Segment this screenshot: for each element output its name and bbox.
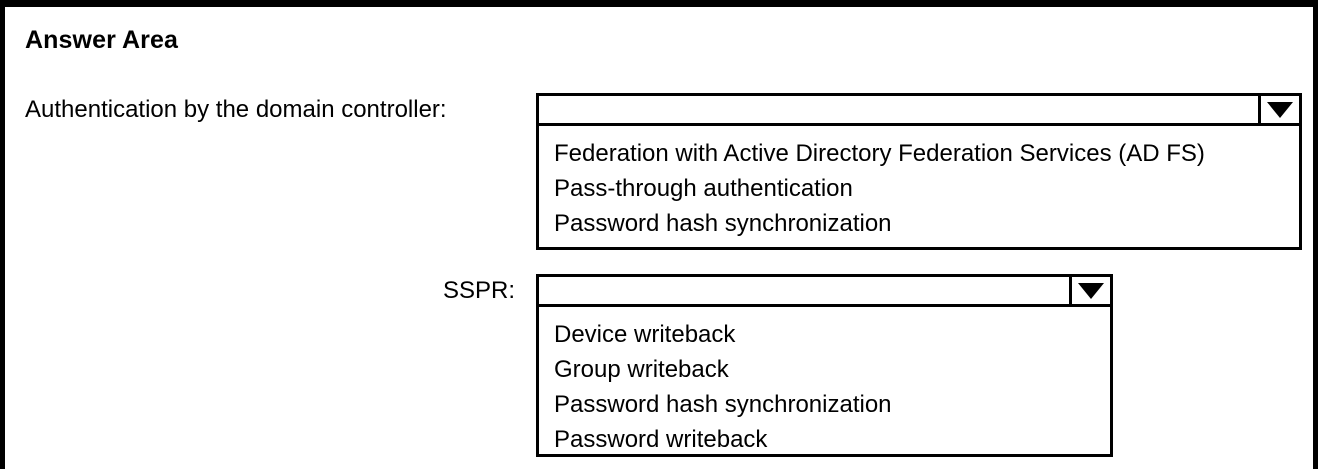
label-sspr: SSPR: bbox=[442, 277, 515, 304]
list-item[interactable]: Device writeback bbox=[554, 321, 736, 348]
list-item[interactable]: Pass-through authentication bbox=[554, 175, 853, 202]
list-item[interactable]: Password writeback bbox=[554, 426, 768, 453]
dropdown-authentication-toggle-button[interactable] bbox=[1258, 96, 1299, 123]
dropdown-sspr-toggle-button[interactable] bbox=[1069, 277, 1110, 304]
dropdown-sspr-option-list[interactable]: Device writeback Group writeback Passwor… bbox=[536, 307, 1113, 457]
dropdown-authentication-selected-value[interactable] bbox=[539, 96, 1258, 123]
chevron-down-icon bbox=[1078, 282, 1104, 299]
list-item[interactable]: Password hash synchronization bbox=[554, 391, 892, 418]
list-item[interactable]: Federation with Active Directory Federat… bbox=[554, 140, 1205, 167]
page-title: Answer Area bbox=[25, 26, 179, 54]
dropdown-authentication-by-the-domain-controller[interactable] bbox=[536, 93, 1302, 126]
dropdown-sspr[interactable] bbox=[536, 274, 1113, 307]
dropdown-sspr-selected-value[interactable] bbox=[539, 277, 1069, 304]
list-item[interactable]: Group writeback bbox=[554, 356, 729, 383]
label-authentication-by-the-domain-controller: Authentication by the domain controller: bbox=[25, 96, 447, 123]
chevron-down-icon bbox=[1267, 101, 1293, 118]
dropdown-authentication-option-list[interactable]: Federation with Active Directory Federat… bbox=[536, 126, 1302, 250]
list-item[interactable]: Password hash synchronization bbox=[554, 210, 892, 237]
